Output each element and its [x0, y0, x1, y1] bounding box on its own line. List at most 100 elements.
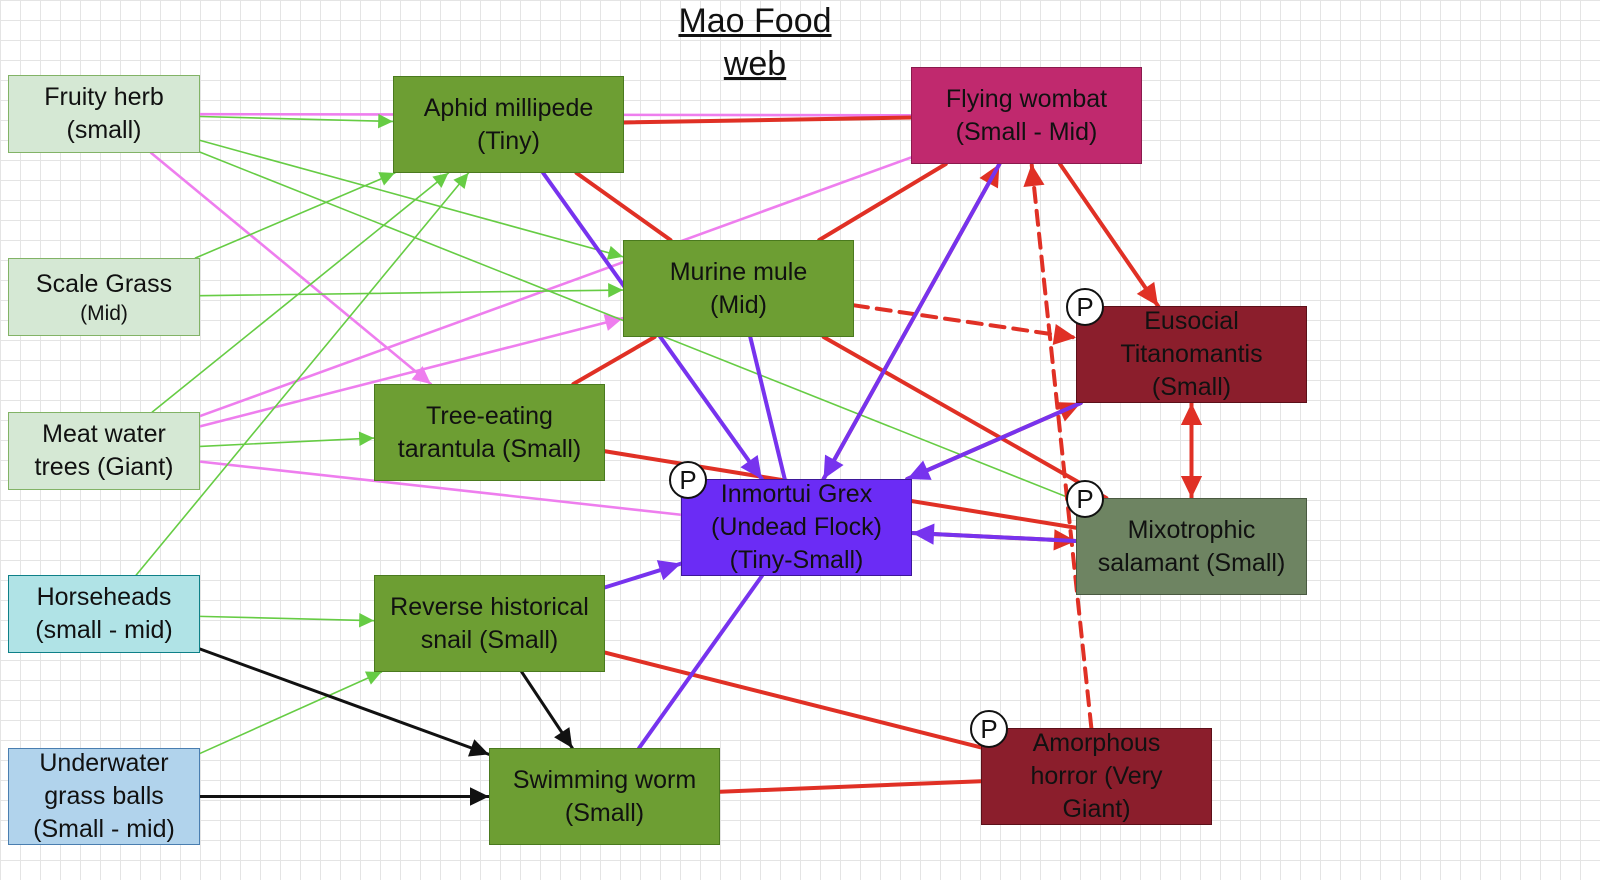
- arrowhead: [411, 366, 431, 384]
- node-label-line: tarantula (Small): [397, 434, 582, 463]
- edge-meat-water-trees-to-murine-mule: [198, 316, 625, 428]
- arrowhead: [453, 173, 469, 190]
- edge-meat-water-trees-to-flying-wombat: [198, 156, 913, 418]
- node-scale-grass[interactable]: Scale Grass (Mid): [8, 258, 200, 336]
- edge-meat-water-trees-to-tree-eating-tarantula: [199, 437, 375, 448]
- node-label-line: Eusocial: [1144, 307, 1239, 335]
- edge-murine-mule-to-flying-wombat: [817, 162, 948, 242]
- diagram-title: Mao Food web: [660, 0, 850, 86]
- node-amorphous-horror[interactable]: Amorphous horror (Very Giant): [981, 728, 1212, 825]
- parasite-marker-titanomantis: P: [1066, 288, 1104, 326]
- node-label-line: Underwater: [39, 749, 169, 777]
- node-meat-water-trees[interactable]: Meat water trees (Giant): [8, 412, 200, 490]
- node-label-line: Giant): [1062, 795, 1131, 823]
- edge-murine-mule-to-mixotrophic-salamant: [821, 335, 1109, 500]
- parasite-marker-horror: P: [970, 710, 1008, 748]
- node-label-line: Inmortui Grex: [720, 480, 873, 508]
- node-tree-eating-tarantula[interactable]: Tree-eating tarantula (Small): [374, 384, 605, 481]
- edge-aphid-millipede-to-flying-wombat: [622, 115, 913, 125]
- arrowhead: [823, 454, 844, 479]
- node-underwater-grass-balls[interactable]: Underwater grass balls (Small - mid): [8, 748, 200, 845]
- edge-fruity-herb-to-tree-eating-tarantula: [149, 151, 433, 386]
- edge-horseheads-to-reverse-historical-snail: [199, 615, 375, 622]
- edge-tree-eating-tarantula-to-murine-mule: [571, 335, 657, 386]
- node-murine-mule[interactable]: Murine mule (Mid): [623, 240, 854, 337]
- node-inmortui-grex[interactable]: Inmortui Grex (Undead Flock) (Tiny-Small…: [681, 479, 912, 576]
- parasite-marker-salamant: P: [1066, 480, 1104, 518]
- node-label-line: (small - mid): [35, 616, 173, 644]
- arrowhead: [1136, 281, 1159, 306]
- node-mixotrophic-salamant[interactable]: Mixotrophic salamant (Small): [1076, 498, 1307, 595]
- edge-swimming-worm-to-inmortui-grex: [637, 574, 764, 750]
- edge-murine-mule-to-inmortui-grex: [748, 335, 787, 481]
- edge-aphid-millipede-to-murine-mule: [574, 171, 673, 242]
- node-aphid-millipede[interactable]: Aphid millipede (Tiny): [393, 76, 624, 173]
- node-label-line: Scale Grass: [35, 269, 173, 298]
- arrowhead: [470, 787, 489, 806]
- node-swimming-worm[interactable]: Swimming worm (Small): [489, 748, 720, 845]
- arrowhead: [554, 727, 573, 748]
- node-flying-wombat[interactable]: Flying wombat (Small - Mid): [911, 67, 1142, 164]
- node-horseheads[interactable]: Horseheads (small - mid): [8, 575, 200, 653]
- node-label-line: Titanomantis: [1120, 340, 1263, 368]
- diagram-title-line2: web: [723, 45, 787, 83]
- edge-mixotrophic-salamant-to-inmortui-grex: [910, 531, 1078, 543]
- node-label-line: (Tiny): [477, 126, 540, 155]
- node-eusocial-titanomantis[interactable]: Eusocial Titanomantis (Small): [1076, 306, 1307, 403]
- arrowhead: [608, 283, 623, 298]
- diagram-title-line1: Mao Food: [678, 2, 832, 40]
- parasite-marker-grex: P: [669, 461, 707, 499]
- node-label-line: Reverse historical: [390, 592, 589, 621]
- node-label-line: Murine mule: [669, 257, 808, 286]
- node-label-line: (Undead Flock): [711, 513, 882, 541]
- node-label-line: (small): [66, 116, 142, 144]
- edge-underwater-grass-balls-to-reverse-historical-snail: [199, 671, 383, 755]
- node-label-line: snail (Small): [420, 625, 559, 654]
- node-label-line: grass balls: [44, 782, 164, 810]
- node-label-line: Amorphous: [1032, 729, 1161, 757]
- edge-murine-mule-to-eusocial-titanomantis: [852, 303, 1078, 340]
- arrowhead: [907, 460, 932, 480]
- arrowhead: [378, 172, 395, 186]
- node-label-line: (Tiny-Small): [729, 546, 864, 574]
- arrowhead: [1180, 403, 1203, 425]
- arrowhead: [1023, 164, 1045, 187]
- node-fruity-herb[interactable]: Fruity herb (small): [8, 75, 200, 153]
- node-label-line: Horseheads: [36, 583, 172, 611]
- edge-eusocial-titanomantis-to-inmortui-grex: [905, 401, 1083, 481]
- edge-reverse-historical-snail-to-amorphous-horror: [603, 650, 983, 750]
- node-label-line: trees (Giant): [34, 453, 174, 481]
- node-label-line: (Mid): [710, 290, 767, 319]
- node-label-line: Flying wombat: [945, 84, 1108, 113]
- node-label-line: Tree-eating: [426, 401, 553, 430]
- edge-meat-water-trees-to-aphid-millipede: [151, 172, 450, 413]
- edge-scale-grass-to-aphid-millipede: [194, 172, 396, 259]
- arrowhead: [358, 431, 374, 446]
- node-label-line: Meat water: [42, 420, 166, 448]
- node-label-line: (Small - Mid): [955, 117, 1098, 146]
- arrowhead: [359, 613, 374, 628]
- node-label-line: (Small): [1151, 373, 1232, 401]
- arrowhead: [740, 454, 762, 479]
- edge-scale-grass-to-murine-mule: [199, 289, 624, 297]
- arrowhead: [1052, 324, 1076, 345]
- arrowhead: [606, 245, 623, 260]
- node-reverse-historical-snail[interactable]: Reverse historical snail (Small): [374, 575, 605, 672]
- node-label-line: (Small): [564, 798, 645, 827]
- arrowhead: [467, 739, 489, 757]
- edge-fruity-herb-to-aphid-millipede: [199, 115, 394, 123]
- arrowhead: [656, 560, 681, 581]
- node-label-line: horror (Very: [1030, 762, 1163, 790]
- arrowhead: [912, 523, 935, 545]
- edge-horseheads-to-swimming-worm: [198, 647, 491, 756]
- arrowhead: [432, 173, 449, 188]
- edge-horseheads-to-aphid-millipede: [135, 172, 470, 576]
- edge-meat-water-trees-to-inmortui-grex: [198, 460, 683, 517]
- arrowhead: [378, 113, 393, 129]
- node-label-line: Swimming worm: [512, 765, 697, 794]
- edge-swimming-worm-to-amorphous-horror: [718, 779, 983, 794]
- node-label-line: Fruity herb: [44, 83, 164, 111]
- node-label-line: Aphid millipede: [423, 93, 594, 122]
